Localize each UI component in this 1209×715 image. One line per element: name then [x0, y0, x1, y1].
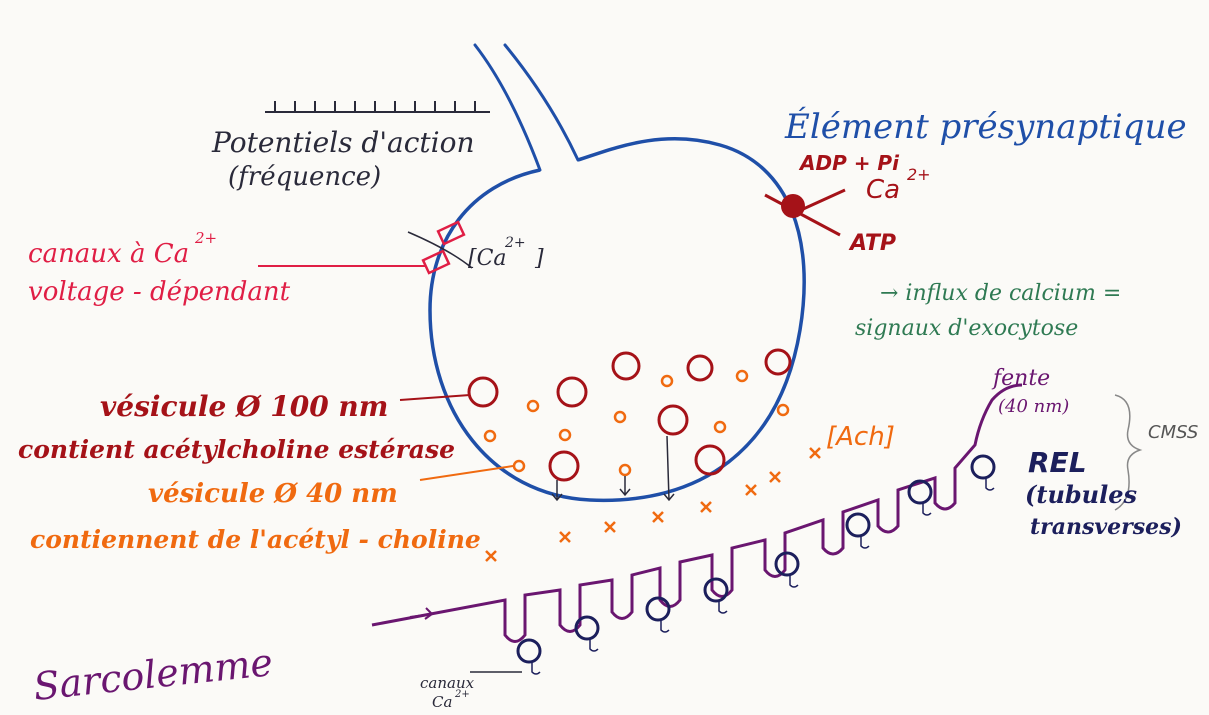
pump-line-1 [764, 193, 841, 237]
vesicle-100nm [694, 444, 726, 476]
influx-label-line1: → influx de calcium = [880, 281, 1121, 306]
axon-stem [473, 43, 580, 172]
vgcc-label-line2: voltage - dépendant [28, 277, 291, 307]
vgcc-label-line1: canaux à Ca [28, 239, 189, 269]
rel-channel [845, 512, 871, 538]
vesicle-40nm [713, 420, 727, 434]
rel-channel-tails [531, 478, 995, 675]
ca-channel-label-superscript: 2+ [454, 689, 470, 700]
cmss-brace [1114, 394, 1143, 511]
ca-out-superscript: 2+ [907, 165, 931, 184]
ca-conc-label: [Ca [468, 246, 507, 271]
vesicle100-label-line1: vésicule Ø 100 nm [100, 390, 388, 423]
vesicle-100nm [764, 348, 792, 376]
vesicle-100nm [657, 404, 689, 436]
vesicle-40nm [512, 459, 526, 473]
vesicle-40nm [618, 463, 632, 477]
vgcc-label-superscript: 2+ [194, 229, 217, 247]
presynaptic-membrane [428, 137, 806, 503]
vesicle-40nm [735, 369, 749, 383]
small-vesicles [483, 369, 790, 477]
sarcolemma-membrane [371, 383, 1023, 643]
cleft-label-line1: fente [991, 366, 1050, 391]
ach-crosses [485, 447, 821, 562]
frequency-label: (fréquence) [228, 162, 381, 192]
rel-label-line1: REL [1028, 446, 1087, 479]
rel-channel [516, 638, 542, 664]
vesicle-100nm [467, 376, 499, 408]
vesicle40-pointer [419, 465, 514, 481]
rel-channel [774, 551, 800, 577]
vesicle-40nm [613, 410, 627, 424]
rel-label-line2: (tubules [1025, 480, 1138, 509]
adp-pi-label: ADP + Pi [798, 151, 900, 175]
ca-channel-label-line1: canaux [420, 674, 475, 692]
vesicle-40nm [483, 429, 497, 443]
action-potentials-label: Potentiels d'action [211, 126, 475, 159]
atp-label: ATP [848, 231, 896, 256]
ca-conc-close: ] [534, 246, 544, 271]
rel-channel [970, 454, 996, 480]
vesicle40-label-line2: contiennent de l'acétyl - choline [30, 525, 481, 554]
vesicle-40nm [558, 428, 572, 442]
sarcolemma-label: Sarcolemme [31, 640, 275, 709]
release-arrows [551, 435, 675, 502]
calcium-pump [781, 194, 805, 218]
rel-channel [574, 615, 600, 641]
cmss-label: CMSS [1148, 422, 1198, 443]
action-potential-train [265, 101, 490, 113]
vesicle-40nm [660, 374, 674, 388]
large-vesicles [467, 348, 792, 482]
vgcc-channel-top [436, 220, 466, 246]
presynaptic-title: Élément présynaptique [784, 106, 1187, 147]
rel-channel [645, 596, 671, 622]
vesicle-100nm [611, 351, 641, 381]
vesicle-100nm [686, 354, 714, 382]
rel-channel [703, 577, 729, 603]
influx-label-line2: signaux d'exocytose [855, 316, 1078, 341]
ca-conc-superscript: 2+ [504, 235, 526, 251]
vesicle-40nm [776, 403, 790, 417]
sarcolemma-arrow [409, 607, 434, 620]
vesicle-100nm [556, 376, 588, 408]
rel-channel [907, 479, 933, 505]
ca-out-label: Ca [866, 175, 900, 205]
cleft-label-line2: (40 nm) [998, 396, 1069, 417]
vesicle-100nm [548, 450, 580, 482]
ca-channel-label-line2: Ca [432, 693, 452, 711]
vesicle100-label-line2: contient acétylcholine estérase [18, 435, 455, 464]
rel-channels [516, 454, 996, 664]
vesicle-40nm [526, 399, 540, 413]
ca-conc-pointer [407, 231, 473, 269]
vgcc-channel-bottom [421, 249, 451, 275]
ach-label: [Ach] [826, 422, 895, 452]
vesicle40-label-line1: vésicule Ø 40 nm [148, 479, 398, 509]
vesicle100-pointer [399, 394, 471, 401]
rel-label-line3: transverses) [1030, 514, 1182, 540]
